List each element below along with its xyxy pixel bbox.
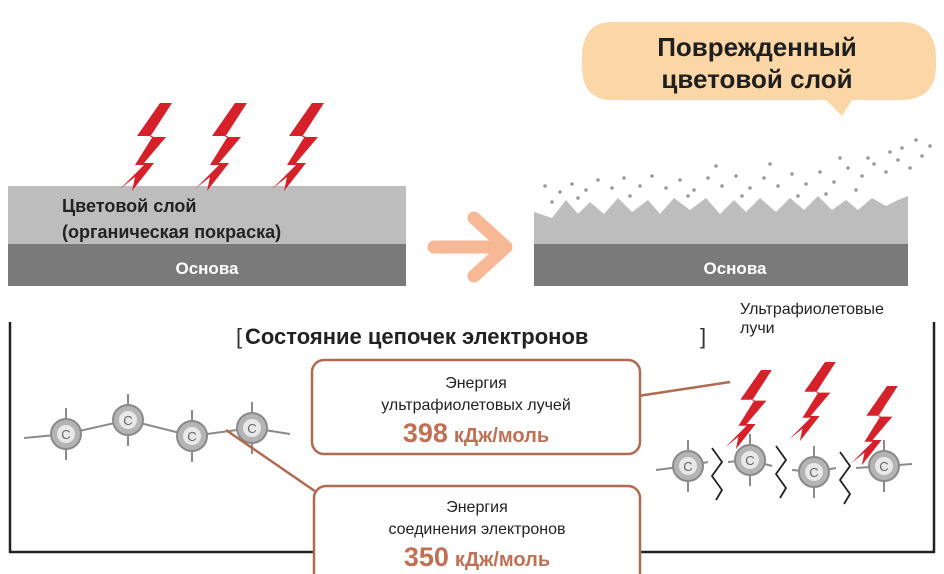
lightning-bolt-icon xyxy=(272,103,324,191)
uv-label-line1: Ультрафиолетовые xyxy=(740,301,884,318)
bond-energy-label-line2: соединения электронов xyxy=(388,521,565,538)
damaged-panel: Основа Поврежденный цветовой слой xyxy=(534,22,936,286)
section-title-close-bracket: ] xyxy=(700,324,706,349)
intact-panel: Цветовой слой (органическая покраска) Ос… xyxy=(8,103,406,286)
base-layer xyxy=(8,244,406,286)
electron-chain-panel: [ Состояние цепочек электронов ] Ультраф… xyxy=(8,301,936,574)
callout-line2: цветовой слой xyxy=(661,64,852,94)
carbon-symbol: C xyxy=(745,453,754,468)
lightning-bolt-icon xyxy=(120,103,172,191)
lightning-bolt-icon xyxy=(789,362,836,442)
uv-energy-label-line1: Энергия xyxy=(445,375,507,392)
carbon-symbol: C xyxy=(61,427,70,442)
color-layer xyxy=(8,186,406,244)
color-layer-label-line2: (органическая покраска) xyxy=(62,222,281,242)
damaged-color-layer xyxy=(534,196,908,244)
bond-energy-connector xyxy=(225,428,323,498)
lightning-bolt-icon xyxy=(195,103,247,191)
color-layer-label-line1: Цветовой слой xyxy=(62,196,196,216)
bond-energy-box xyxy=(312,484,642,574)
callout-line1: Поврежденный xyxy=(657,32,857,62)
base-label-left: Основа xyxy=(175,259,239,278)
carbon-symbol: C xyxy=(683,459,692,474)
base-layer-right xyxy=(534,244,908,286)
section-title: Состояние цепочек электронов xyxy=(245,324,588,349)
carbon-symbol: C xyxy=(123,413,132,428)
uv-energy-label-line2: ультрафиолетовых лучей xyxy=(381,397,571,414)
uv-label-line2: лучи xyxy=(740,320,775,337)
section-title-open-bracket: [ xyxy=(236,324,242,349)
bond-break-icon xyxy=(710,445,852,505)
carbon-symbol: C xyxy=(187,429,196,444)
bond-energy-label-line1: Энергия xyxy=(446,499,508,516)
carbon-symbol: C xyxy=(247,421,256,436)
right-arrow-icon xyxy=(427,211,513,283)
intact-chain: C C C C xyxy=(23,393,291,463)
carbon-symbol: C xyxy=(879,459,888,474)
damaged-layer-callout xyxy=(582,22,936,116)
paint-particles xyxy=(543,138,932,204)
base-label-right: Основа xyxy=(703,259,767,278)
uv-energy-box xyxy=(310,358,642,456)
lightning-bolt-icon xyxy=(725,370,772,450)
broken-chain: C C C C xyxy=(655,433,913,505)
carbon-symbol: C xyxy=(809,465,818,480)
uv-energy-connector xyxy=(637,380,731,398)
